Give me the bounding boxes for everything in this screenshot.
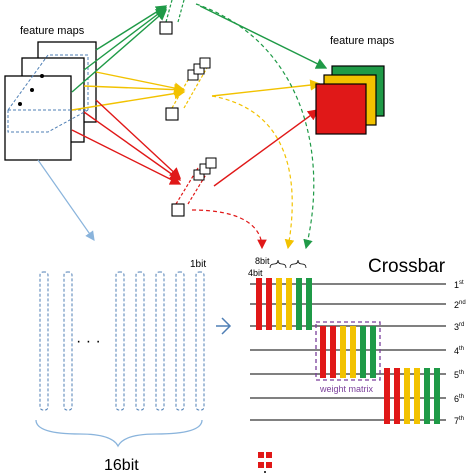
label-8bit: 8bit — [255, 256, 270, 266]
row-label: 6th — [454, 394, 464, 404]
yellow-arrows — [71, 71, 186, 111]
crossbar-row-labels: 1st 2nd 3rd 4th 5th 6th 7th — [454, 280, 466, 426]
row-label: 2nd — [454, 300, 466, 310]
red-output-arrow — [213, 109, 320, 187]
green-arrow — [71, 9, 168, 93]
bottom-cell-stack — [258, 452, 272, 473]
brace-small — [269, 259, 287, 269]
crossbar-bar — [330, 326, 336, 378]
crossbar-bar — [350, 326, 356, 378]
transition-arrow — [221, 317, 232, 335]
red-cell — [258, 462, 264, 468]
bit-column — [155, 271, 165, 411]
crossbar-bar — [256, 278, 262, 330]
crossbar-bar — [414, 368, 420, 424]
yellow-arrow — [95, 71, 186, 94]
kernel-cell — [171, 203, 185, 217]
crossbar-bar — [306, 278, 312, 330]
crossbar-bar — [276, 278, 282, 330]
blue-arrow — [37, 159, 95, 241]
weight-matrix-label: weight matrix — [319, 384, 374, 394]
kernel-green-body — [165, 0, 185, 23]
feature-maps-right-label: feature maps — [330, 35, 395, 47]
kernel-cell — [205, 157, 217, 169]
output-map-red — [315, 83, 367, 135]
row-label: 7th — [454, 416, 464, 426]
green-arrow — [83, 7, 168, 71]
bit-column — [135, 271, 145, 411]
point-marker — [30, 88, 34, 92]
red-arrow — [95, 99, 182, 179]
crossbar-rows — [250, 283, 446, 421]
input-feature-map-stack — [4, 41, 97, 161]
feature-map-layer-front — [4, 75, 72, 161]
red-cell — [266, 462, 272, 468]
row-label: 5th — [454, 370, 464, 380]
crossbar-bar — [266, 278, 272, 330]
green-dashed-to-crossbar — [195, 3, 315, 250]
crossbar-columns — [256, 278, 440, 424]
green-arrows — [71, 5, 168, 93]
red-arrow — [71, 129, 182, 185]
kernel-window — [7, 54, 89, 111]
kernel-green — [159, 0, 185, 35]
kernel-cell — [159, 21, 173, 35]
feature-maps-left-label: feature maps — [20, 25, 85, 37]
crossbar-bar — [394, 368, 400, 424]
bit-column — [175, 271, 185, 411]
point-marker — [40, 74, 44, 78]
label-1bit: 1bit — [190, 259, 206, 270]
red-arrows — [71, 99, 182, 185]
label-4bit: 4bit — [248, 268, 263, 278]
yellow-arrow — [71, 88, 186, 111]
point-marker — [18, 102, 22, 106]
red-dashed-to-crossbar — [191, 209, 267, 250]
red-cell — [258, 452, 264, 458]
red-cell — [266, 452, 272, 458]
crossbar-bar — [424, 368, 430, 424]
kernel-yellow — [165, 57, 211, 121]
row-label: 3rd — [454, 322, 464, 332]
brace-16bit — [35, 419, 203, 448]
kernel-cell — [193, 63, 205, 75]
crossbar-bar — [404, 368, 410, 424]
ellipsis-left: · · · — [76, 333, 101, 350]
kernel-cell — [187, 69, 199, 81]
bit-column — [115, 271, 125, 411]
row-label: 4th — [454, 346, 464, 356]
kernel-red — [171, 157, 217, 217]
kernel-window-side — [7, 109, 89, 133]
kernel-cell — [193, 169, 205, 181]
kernel-cell — [199, 163, 211, 175]
kernel-cell — [199, 57, 211, 69]
weight-matrix-box — [315, 321, 381, 381]
crossbar-bar — [434, 368, 440, 424]
kernel-cell — [165, 107, 179, 121]
green-arrow — [95, 5, 168, 51]
crossbar-bar — [320, 326, 326, 378]
yellow-output-arrow — [211, 79, 322, 97]
row-label: 1st — [454, 280, 464, 290]
green-output-arrow — [199, 5, 328, 69]
crossbar-bar — [286, 278, 292, 330]
yellow-arrow — [83, 84, 186, 96]
red-arrow — [83, 111, 182, 181]
label-16bit: 16bit — [104, 457, 139, 474]
crossbar-bar — [384, 368, 390, 424]
brace-small — [289, 259, 307, 269]
dot — [264, 471, 266, 473]
crossbar-bar — [360, 326, 366, 378]
crossbar-bar — [370, 326, 376, 378]
bit-column — [195, 271, 205, 411]
crossbar-bar — [340, 326, 346, 378]
crossbar-bar — [296, 278, 302, 330]
bit-column — [63, 271, 73, 411]
bit-column — [39, 271, 49, 411]
output-feature-map-stack — [315, 65, 385, 135]
bit-columns — [39, 271, 205, 411]
crossbar-title: Crossbar — [368, 256, 446, 277]
